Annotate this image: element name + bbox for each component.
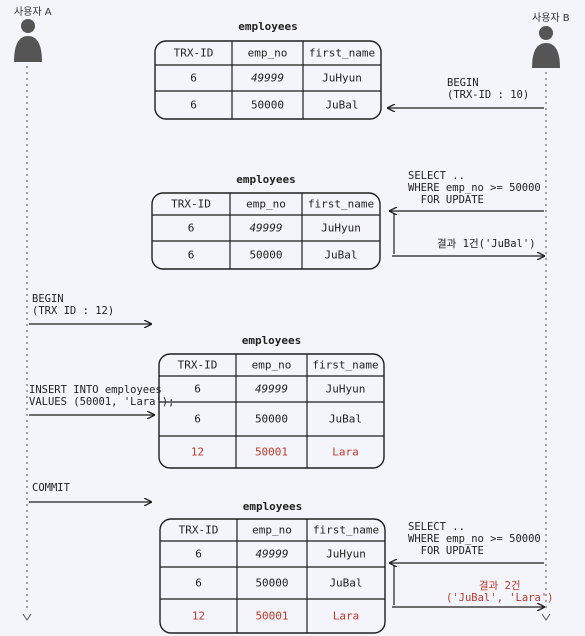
msg-b-result-2-line: 결과 2건 bbox=[478, 580, 521, 592]
table-cell: 49999 bbox=[255, 547, 289, 561]
msg-b-result-1: 결과 1건('JuBal') bbox=[437, 238, 536, 250]
table-cell: 6 bbox=[187, 221, 195, 235]
table-header-cell: emp_no bbox=[246, 197, 286, 211]
table-frame bbox=[151, 192, 381, 270]
table-cell: 50000 bbox=[255, 576, 289, 590]
table-header-cell: emp_no bbox=[247, 46, 288, 60]
msg-b-select-1-line: SELECT .. bbox=[408, 170, 465, 182]
actor-b-label: 사용자 B bbox=[532, 13, 570, 24]
table-cell: 6 bbox=[194, 412, 201, 426]
lifeline-b-end-arrow bbox=[541, 613, 551, 621]
table-header-cell: TRX-ID bbox=[171, 197, 211, 211]
msg-b-select-2: SELECT .. WHERE emp_no >= 50000 FOR UPDA… bbox=[408, 521, 541, 557]
table-title: employees bbox=[236, 173, 296, 186]
table-header-cell: first_name bbox=[312, 358, 379, 372]
msg-b-select-2-line: FOR UPDATE bbox=[408, 545, 484, 557]
table-cell: 49999 bbox=[254, 382, 289, 396]
table-cell: 6 bbox=[194, 382, 201, 396]
msg-b-select-1-line: WHERE emp_no >= 50000 bbox=[408, 182, 541, 194]
msg-b-result-2-line: ('JuBal', 'Lara') bbox=[446, 592, 554, 604]
table-frame bbox=[154, 40, 382, 120]
table-cell: JuHyun bbox=[322, 71, 362, 85]
actor-a-label: 사용자 A bbox=[14, 7, 52, 18]
table-header-cell: first_name bbox=[312, 523, 380, 537]
table-header-cell: first_name bbox=[308, 46, 376, 60]
table-cell: 50001 bbox=[255, 609, 289, 623]
table-cell: JuHyun bbox=[325, 382, 366, 396]
table-cell: 12 bbox=[190, 445, 205, 459]
table-frame bbox=[159, 518, 386, 634]
msg-a-insert-line: VALUES (50001, 'Lara'); bbox=[29, 396, 175, 408]
table-frame bbox=[158, 353, 385, 469]
table-title: employees bbox=[242, 500, 303, 513]
msg-a-begin-line: (TRX ID : 12) bbox=[32, 305, 115, 317]
msg-b-begin-line: (TRX-ID : 10) bbox=[447, 89, 530, 101]
msg-b-begin-line: BEGIN bbox=[447, 77, 479, 89]
msg-b-select-1-line: FOR UPDATE bbox=[408, 194, 484, 206]
table-title: employees bbox=[238, 20, 298, 33]
msg-a-begin: BEGIN (TRX ID : 12) bbox=[32, 293, 114, 317]
table-header-cell: emp_no bbox=[252, 523, 292, 537]
msg-a-insert-line: INSERT INTO employees bbox=[29, 384, 162, 396]
actor-a-person-icon bbox=[14, 19, 42, 62]
table-cell: 6 bbox=[187, 248, 195, 262]
table-header-cell: first_name bbox=[307, 197, 375, 211]
table-cell: JuHyun bbox=[326, 547, 366, 561]
table-header-cell: TRX-ID bbox=[178, 523, 219, 537]
table-cell: JuBal bbox=[325, 98, 359, 112]
msg-a-commit: COMMIT bbox=[32, 482, 70, 494]
msg-b-select-2-line: SELECT .. bbox=[408, 521, 465, 533]
table-cell: JuHyun bbox=[321, 221, 361, 235]
msg-b-begin: BEGIN (TRX-ID : 10) bbox=[447, 77, 529, 101]
table-title: employees bbox=[241, 334, 302, 347]
lifeline-a-end-arrow bbox=[22, 613, 32, 621]
msg-b-result-2: 결과 2건 ('JuBal', 'Lara') bbox=[446, 580, 553, 604]
table-cell: Lara bbox=[332, 445, 359, 459]
table-cell: 50001 bbox=[254, 445, 289, 459]
msg-a-insert: INSERT INTO employees VALUES (50001, 'La… bbox=[29, 384, 174, 408]
table-cell: 6 bbox=[195, 576, 202, 590]
table-header-cell: emp_no bbox=[251, 358, 292, 372]
table-cell: 49999 bbox=[249, 221, 283, 235]
table-cell: 50000 bbox=[254, 412, 289, 426]
table-cell: 49999 bbox=[250, 71, 285, 85]
table-cell: 6 bbox=[195, 547, 202, 561]
table-cell: 50000 bbox=[250, 98, 285, 112]
actor-b-person-icon bbox=[532, 26, 560, 68]
table-cell: 6 bbox=[190, 71, 197, 85]
msg-b-select-1: SELECT .. WHERE emp_no >= 50000 FOR UPDA… bbox=[408, 170, 541, 206]
table-cell: JuBal bbox=[324, 248, 358, 262]
table-cell: JuBal bbox=[329, 576, 363, 590]
table-cell: 50000 bbox=[249, 248, 283, 262]
msg-a-begin-line: BEGIN bbox=[32, 293, 64, 305]
table-cell: Lara bbox=[332, 609, 360, 623]
table-cell: 6 bbox=[190, 98, 197, 112]
table-header-cell: TRX-ID bbox=[177, 358, 218, 372]
msg-b-select-2-line: WHERE emp_no >= 50000 bbox=[408, 533, 541, 545]
table-cell: JuBal bbox=[328, 412, 363, 426]
table-header-cell: TRX-ID bbox=[173, 46, 214, 60]
table-cell: 12 bbox=[191, 609, 206, 623]
